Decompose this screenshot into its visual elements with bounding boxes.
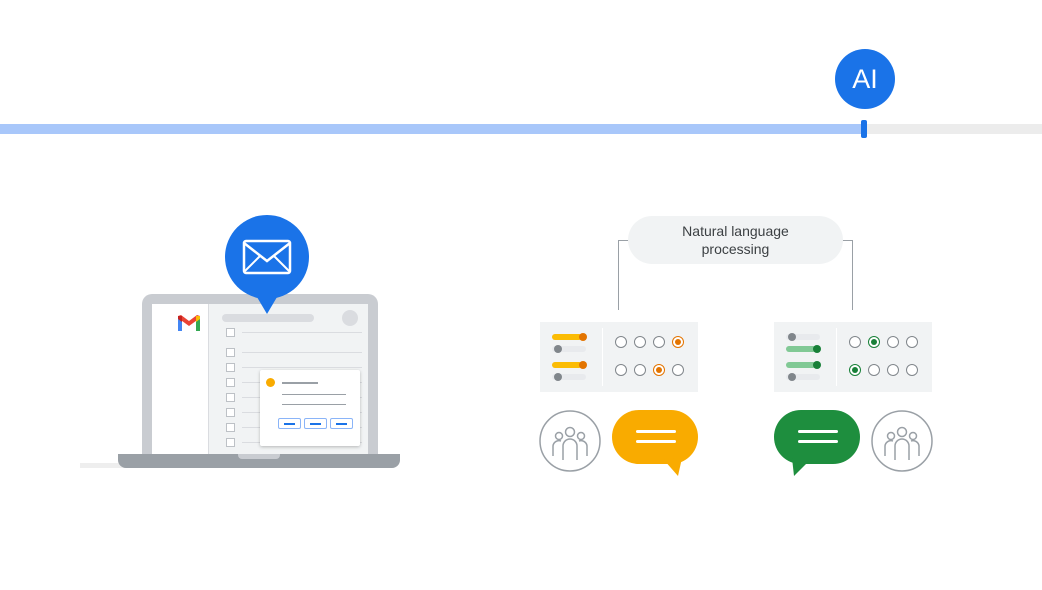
radio-option [672,364,684,376]
radio-option [906,364,918,376]
mail-row [226,348,364,358]
slider [552,361,587,369]
radio-option [634,364,646,376]
slider [552,345,586,353]
nlp-label: Natural language processing [628,216,843,264]
chat-bubble-icon [774,410,860,476]
radio-option [615,336,627,348]
radio-option-selected [849,364,861,376]
radio-option-selected [868,336,880,348]
radio-option [906,336,918,348]
slider [786,361,821,369]
radio-option [868,364,880,376]
slider [552,373,586,381]
compose-window [260,370,360,446]
settings-panel-right [774,322,932,392]
connector-left [618,240,619,310]
mail-envelope-icon [225,215,309,314]
chat-bubble-icon [612,410,698,476]
connector-right [852,240,853,310]
radio-option [653,336,665,348]
compose-button [304,418,327,429]
slider [786,345,821,353]
radio-option [634,336,646,348]
people-group-icon [539,410,601,472]
slider [786,373,820,381]
radio-option [849,336,861,348]
radio-option [887,364,899,376]
timeline-marker [861,120,867,138]
laptop-notch [238,454,280,459]
laptop-base [118,454,400,468]
gmail-logo-icon [178,315,200,331]
nlp-label-text: Natural language processing [682,223,789,257]
settings-panel-left [540,322,698,392]
mail-row [226,363,364,373]
ai-badge: AI [835,49,895,109]
radio-option-selected [653,364,665,376]
compose-button [278,418,301,429]
ai-badge-label: AI [852,63,878,94]
mail-row [226,328,364,338]
radio-option [615,364,627,376]
slider [552,333,587,341]
slider [786,333,820,341]
search-bar [222,314,314,322]
account-avatar [342,310,358,326]
people-group-icon [871,410,933,472]
radio-option [887,336,899,348]
connector-right-top [841,240,853,241]
radio-option-selected [672,336,684,348]
compose-button [330,418,353,429]
connector-left-top [618,240,630,241]
timeline-progress-fill [0,124,865,134]
sender-dot [266,378,275,387]
